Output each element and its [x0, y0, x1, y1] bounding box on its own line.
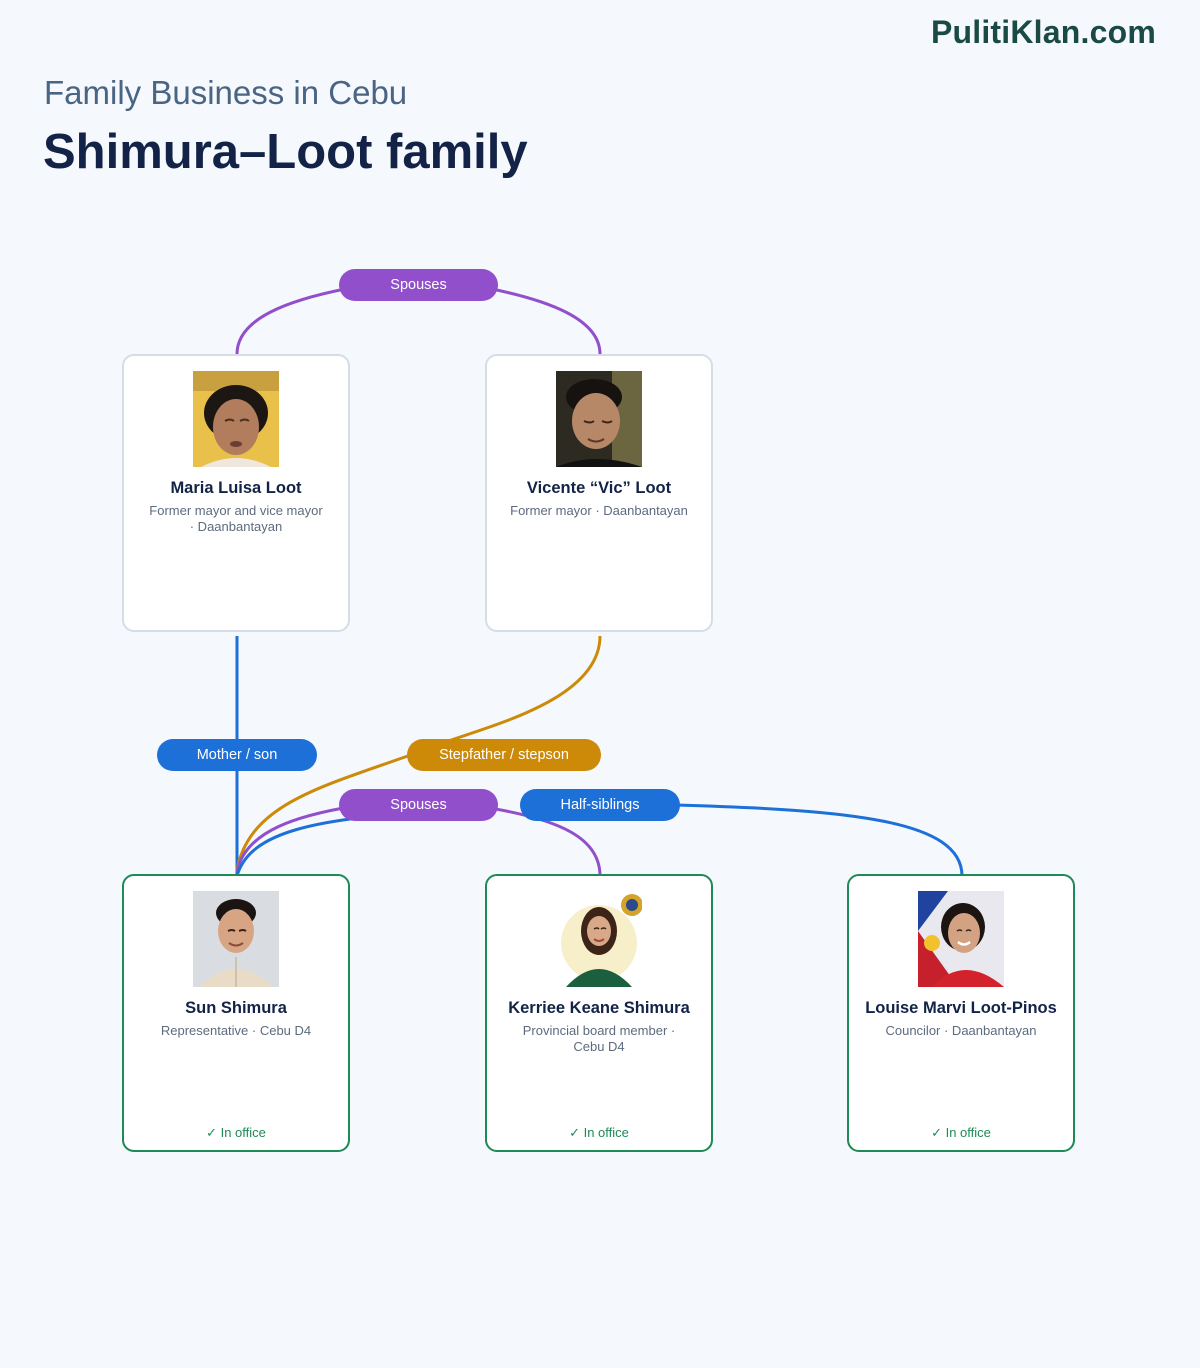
- person-card-vicente-loot[interactable]: Vicente “Vic” Loot Former mayor · Daanba…: [485, 354, 713, 632]
- page-subtitle: Family Business in Cebu: [44, 74, 408, 111]
- portrait-photo: [193, 891, 279, 987]
- person-name: Vicente “Vic” Loot: [526, 479, 672, 497]
- relation-label-half-siblings: Half-siblings: [520, 789, 680, 821]
- relation-label-spouses: Spouses: [339, 269, 498, 301]
- person-card-sun-shimura[interactable]: Sun Shimura Representative · Cebu D4 ✓ I…: [122, 874, 350, 1152]
- person-role: Provincial board member · Cebu D4: [522, 1023, 676, 1054]
- status-badge: ✓ In office: [206, 1125, 266, 1140]
- page-title: Shimura–Loot family: [43, 125, 528, 179]
- relation-label-stepfather-stepson: Stepfather / stepson: [407, 739, 601, 771]
- person-name: Louise Marvi Loot-Pinos: [865, 999, 1057, 1017]
- person-role: Representative · Cebu D4: [160, 1023, 312, 1038]
- person-name: Kerriee Keane Shimura: [508, 999, 690, 1017]
- link-spouses-top: [491, 287, 602, 355]
- person-card-kerriee-keane-shimura[interactable]: Kerriee Keane Shimura Provincial board m…: [485, 874, 713, 1152]
- person-role: Councilor · Daanbantayan: [885, 1023, 1037, 1038]
- status-badge: ✓ In office: [569, 1125, 629, 1140]
- person-name: Maria Luisa Loot: [170, 479, 302, 497]
- person-role: Former mayor · Daanbantayan: [510, 503, 688, 518]
- portrait-photo: [556, 891, 642, 987]
- link-half-siblings: [675, 803, 964, 877]
- portrait-photo: [193, 371, 279, 467]
- relation-label-mother-son: Mother / son: [157, 739, 317, 771]
- link-spouses-bottom: [489, 806, 602, 877]
- link-spouses-bottom: [235, 804, 356, 873]
- person-name: Sun Shimura: [185, 999, 287, 1017]
- status-badge: ✓ In office: [931, 1125, 991, 1140]
- site-brand: PulitiKlan.com: [930, 14, 1156, 50]
- relation-label-spouses: Spouses: [339, 789, 498, 821]
- link-spouses-top: [235, 287, 346, 355]
- person-role: Former mayor and vice mayor · Daanbantay…: [149, 503, 323, 534]
- portrait-photo: [918, 891, 1004, 987]
- portrait-photo: [556, 371, 642, 467]
- person-card-louise-marvi-loot-pinos[interactable]: Louise Marvi Loot-Pinos Councilor · Daan…: [847, 874, 1075, 1152]
- person-card-maria-luisa-loot[interactable]: Maria Luisa Loot Former mayor and vice m…: [122, 354, 350, 632]
